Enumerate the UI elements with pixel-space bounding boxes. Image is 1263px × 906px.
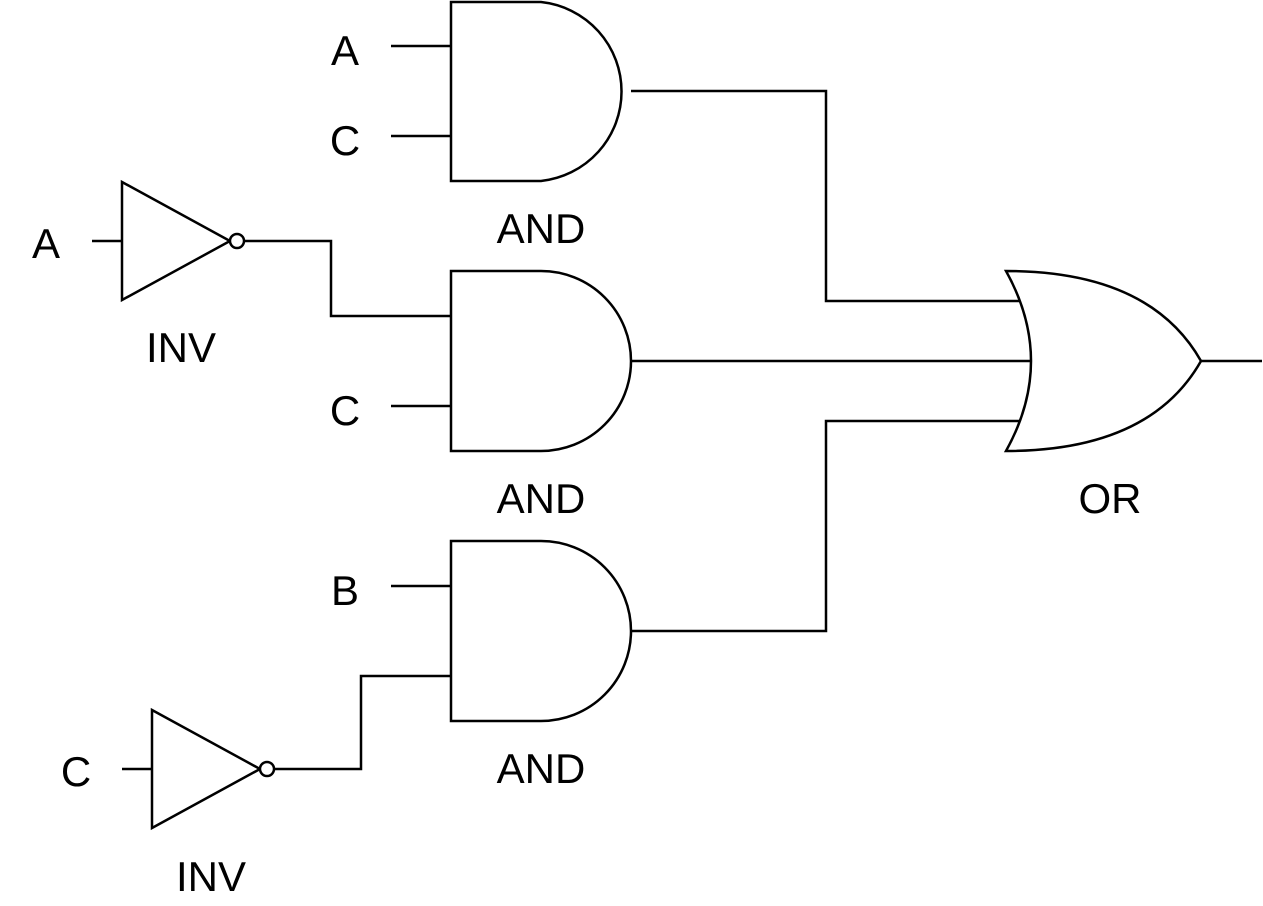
inv1-input-label: A	[32, 220, 60, 267]
inverter-gate-1	[120, 179, 246, 303]
and-gate-2	[449, 269, 633, 453]
inverter-gate-2	[150, 707, 276, 831]
and1-input-a-label: A	[331, 27, 359, 74]
inv1-to-and2-wire	[244, 239, 451, 318]
and3-gate-label: AND	[497, 745, 586, 792]
and1-input-c-label: C	[330, 117, 360, 164]
or-gate-label: OR	[1079, 475, 1142, 522]
and2-gate-label: AND	[497, 475, 586, 522]
inverter1-bubble	[228, 232, 246, 250]
and1-gate-label: AND	[497, 205, 586, 252]
inverter2-bubble	[258, 760, 276, 778]
inv2-to-and3-wire	[274, 674, 451, 771]
inv2-gate-label: INV	[176, 853, 246, 900]
and1-to-or-wire	[631, 89, 1020, 303]
and-gate-1	[449, 0, 623, 183]
inv1-gate-label: INV	[146, 324, 216, 371]
and3-input-b-label: B	[331, 567, 359, 614]
or-gate	[1003, 269, 1203, 453]
inv2-input-label: C	[61, 748, 91, 795]
and2-input-c-label: C	[330, 387, 360, 434]
and3-to-or-wire	[631, 419, 1020, 633]
and-gate-3	[449, 539, 633, 723]
